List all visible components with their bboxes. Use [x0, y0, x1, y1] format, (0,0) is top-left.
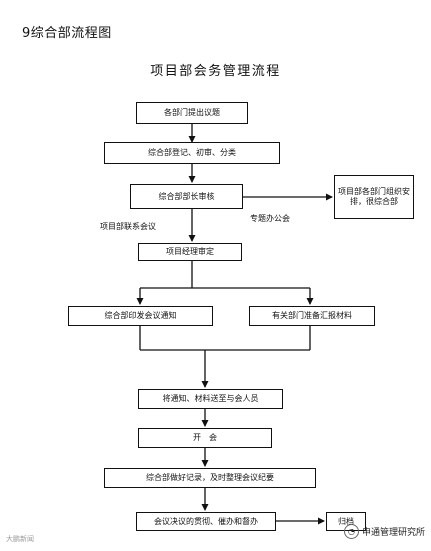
section-heading: 9综合部流程图 — [22, 26, 112, 41]
node-record-minutes: 综合部做好记录，及时整理会议纪要 — [104, 468, 316, 488]
node-manager-approve: 项目经理审定 — [138, 243, 242, 261]
node-submit-topic: 各部门提出议题 — [136, 102, 248, 124]
node-department-arrange: 项目部各部门组织安排，很综合部 — [334, 175, 414, 219]
label-special-meeting: 专题办公会 — [250, 214, 290, 223]
flowchart-title: 项目部会务管理流程 — [150, 64, 281, 79]
node-director-review: 综合部部长审核 — [130, 184, 243, 209]
watermark-right-text: 申通管理研究所 — [362, 528, 426, 538]
label-project-meeting: 项目部联系会议 — [100, 222, 156, 231]
watermark-left: 大鹏新闻 — [6, 535, 34, 543]
watermark-right: ◔ 申通管理研究所 — [344, 524, 425, 539]
node-register-review: 综合部登记、初审、分类 — [104, 142, 280, 164]
node-prepare-materials: 有关部门准备汇报材料 — [249, 306, 375, 326]
node-implement-supervise: 会议决议的贯彻、催办和督办 — [136, 512, 276, 531]
node-send-to-attendees: 将通知、材料送至与会人员 — [138, 389, 283, 409]
node-hold-meeting: 开 会 — [138, 428, 272, 448]
node-issue-notice: 综合部印发会议通知 — [68, 306, 213, 326]
wechat-logo-icon: ◔ — [344, 524, 359, 539]
